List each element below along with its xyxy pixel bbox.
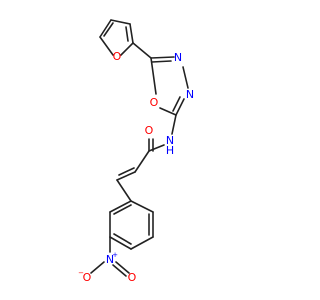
structure-diagram: O O N N N H O N + O − O xyxy=(78,19,194,284)
carbonyl-oxygen-label: O xyxy=(145,124,154,137)
nitro-negative-charge: − xyxy=(78,269,84,277)
furan-bond-c4-c5 xyxy=(129,23,134,44)
furan-bond-c3-c4 xyxy=(110,19,131,25)
benzene-bond-4-inner xyxy=(113,233,132,245)
nitro-oxygen-right-label: O xyxy=(128,271,137,284)
benzene-bond-4 xyxy=(109,236,132,250)
furan-bond-c4-c5-inner xyxy=(125,26,129,42)
bond-vinyl xyxy=(116,171,136,181)
oxadiazole-bond-c2-o xyxy=(150,57,157,95)
bond-c-alpha xyxy=(134,150,150,173)
oxadiazole-bond-n3-n4 xyxy=(182,66,189,89)
furan-bond-c5-o xyxy=(120,42,134,56)
oxadiazole-nitrogen-1-label: N xyxy=(174,51,182,64)
benzene-bond-3 xyxy=(130,236,154,250)
benzene-bond-6 xyxy=(109,200,132,213)
nitro-oxygen-left-label: O xyxy=(83,271,92,284)
furan-bond-c2-c3 xyxy=(99,19,112,38)
bond-layer xyxy=(90,19,189,277)
bond-nitro-o-left xyxy=(90,261,105,274)
bond-vinyl-inner xyxy=(118,167,135,176)
bond-oxadiazole-amide-n xyxy=(171,114,177,135)
nitro-nitrogen-label: N xyxy=(106,253,114,266)
furan-bond-c2-c3-inner xyxy=(103,22,114,37)
bond-furan-oxadiazole xyxy=(132,42,152,59)
oxadiazole-bond-c2-n3 xyxy=(150,56,175,59)
molecule-canvas: O O N N N H O N + O − O xyxy=(78,19,195,284)
bond-nitro-o-right-2 xyxy=(112,264,127,277)
bond-amide-n-c xyxy=(148,144,165,152)
oxadiazole-bond-c5-o xyxy=(159,107,177,116)
bond-nitro-o-right-1 xyxy=(115,261,130,274)
oxadiazole-oxygen-label: O xyxy=(150,96,159,109)
bond-to-aryl xyxy=(116,179,132,202)
furan-bond-o-c2 xyxy=(99,36,114,56)
oxadiazole-bond-n4-c5 xyxy=(175,98,185,116)
oxadiazole-bond-n4-c5-inner xyxy=(172,96,181,112)
nitro-positive-charge: + xyxy=(112,251,118,259)
furan-oxygen-label: O xyxy=(113,50,122,63)
oxadiazole-nitrogen-2-label: N xyxy=(186,88,194,101)
benzene-bond-1 xyxy=(130,200,154,213)
oxadiazole-bond-c2-n3-inner xyxy=(151,60,172,63)
atom-labels: O O N N N H O N + O − O xyxy=(78,50,194,284)
benzene-bond-6-inner xyxy=(113,204,132,215)
amide-nitrogen-label: N xyxy=(166,134,174,147)
amide-hydrogen-label: H xyxy=(166,144,174,157)
